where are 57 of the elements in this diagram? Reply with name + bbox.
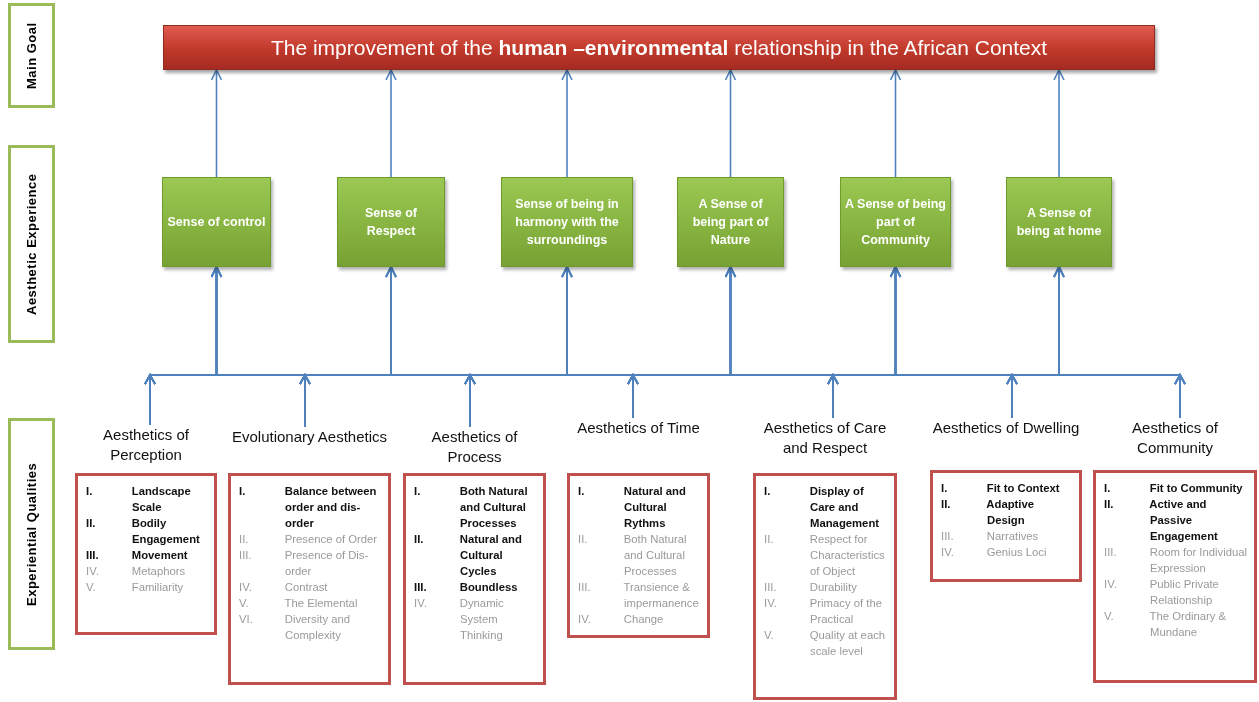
goal-banner: The improvement of the human –environmental relationship in the African Context [163,25,1155,70]
arrow [724,69,737,178]
list-item: I. Both Natural and Cultural Processes [414,484,529,531]
list-item: IV. Public Private Relationship [1104,577,1220,608]
list-item: II. Respect for Characteristics of Object [764,532,886,579]
heading: Aesthetics of Process [430,427,519,467]
arrow [1053,266,1186,419]
list-item: II. Adaptive Design [941,497,1036,528]
experience-box: Sense of Respect [337,177,445,267]
row-label: Aesthetic Experience [8,145,55,343]
list-item: IV. Metaphors [86,564,187,579]
list-item: III. Movement [86,548,189,563]
row-label: Experiential Qualities [8,418,55,650]
list-item: IV. Genius Loci [941,545,1048,560]
list-item: IV. Change [578,612,665,627]
list-item: IV. Dynamic System Thinking [414,596,505,643]
list-item: II. Bodily Engagement [86,516,201,547]
list-item: I. Natural and Cultural Rythms [578,484,687,531]
heading: Aesthetics of Dwelling [931,418,1081,438]
list-item: II. Both Natural and Cultural Processes [578,532,688,579]
list-item: V. Familiarity [86,580,185,595]
list-item: II. Natural and Cultural Cycles [414,532,523,579]
list-item: II. Active and Passive Engagement [1104,497,1219,544]
arrow [210,69,223,178]
list-item: IV. Primacy of the Practical [764,596,883,627]
list-item: I. Fit to Context [941,481,1061,496]
arrow [561,69,573,178]
list-item: IV. Contrast [239,580,329,595]
list-item: III. Boundless [414,580,519,595]
experience-box: A Sense of being part of Nature [677,177,784,267]
list-item: I. Landscape Scale [86,484,192,515]
list-item: I. Fit to Community [1104,481,1244,496]
row-label: Main Goal [8,3,55,108]
list-item: I. Balance between order and dis-order [239,484,378,531]
heading: Aesthetics of Community [1131,418,1219,458]
list-item: V. The Ordinary & Mundane [1104,609,1228,640]
heading: Aesthetics of Care and Respect [762,418,888,458]
experience-box: A Sense of being at home [1006,177,1112,267]
experience-box: Sense of being in harmony with the surroundings [501,177,633,267]
list-item: V. Quality at each scale level [764,628,887,659]
list-item: V. The Elemental [239,596,359,611]
list-item: I. Display of Care and Management [764,484,881,531]
list-item: III. Narratives [941,529,1040,544]
heading: Aesthetics of Time [576,418,701,438]
experience-box: A Sense of being part of Community [840,177,951,267]
list-item: III. Presence of Dis-order [239,548,370,579]
list-item: III. Transience & impermanence [578,580,700,611]
experience-box: Sense of control [162,177,271,267]
heading: Evolutionary Aesthetics [230,427,389,447]
arrow [1053,69,1065,178]
list-item: III. Room for Individual Expression [1104,545,1248,576]
arrow [385,69,397,178]
list-item: III. Durability [764,580,858,595]
list-item: VI. Diversity and Complexity [239,612,352,643]
arrow [889,69,902,178]
list-item: II. Presence of Order [239,532,379,547]
heading: Aesthetics of Perception [102,425,190,465]
